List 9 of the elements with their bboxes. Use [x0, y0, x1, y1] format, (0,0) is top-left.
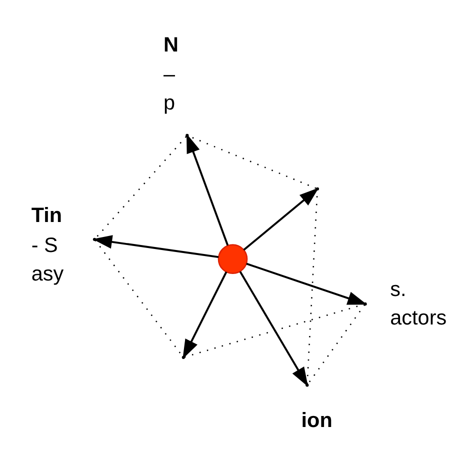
label: ion: [301, 408, 332, 432]
label: s.: [390, 277, 406, 300]
label: Tin: [31, 204, 62, 227]
label: asy: [31, 262, 64, 285]
label: actors: [390, 306, 447, 329]
label: N: [164, 32, 178, 56]
label: –: [164, 62, 176, 86]
label: - S: [31, 233, 58, 256]
label: p: [164, 91, 176, 114]
